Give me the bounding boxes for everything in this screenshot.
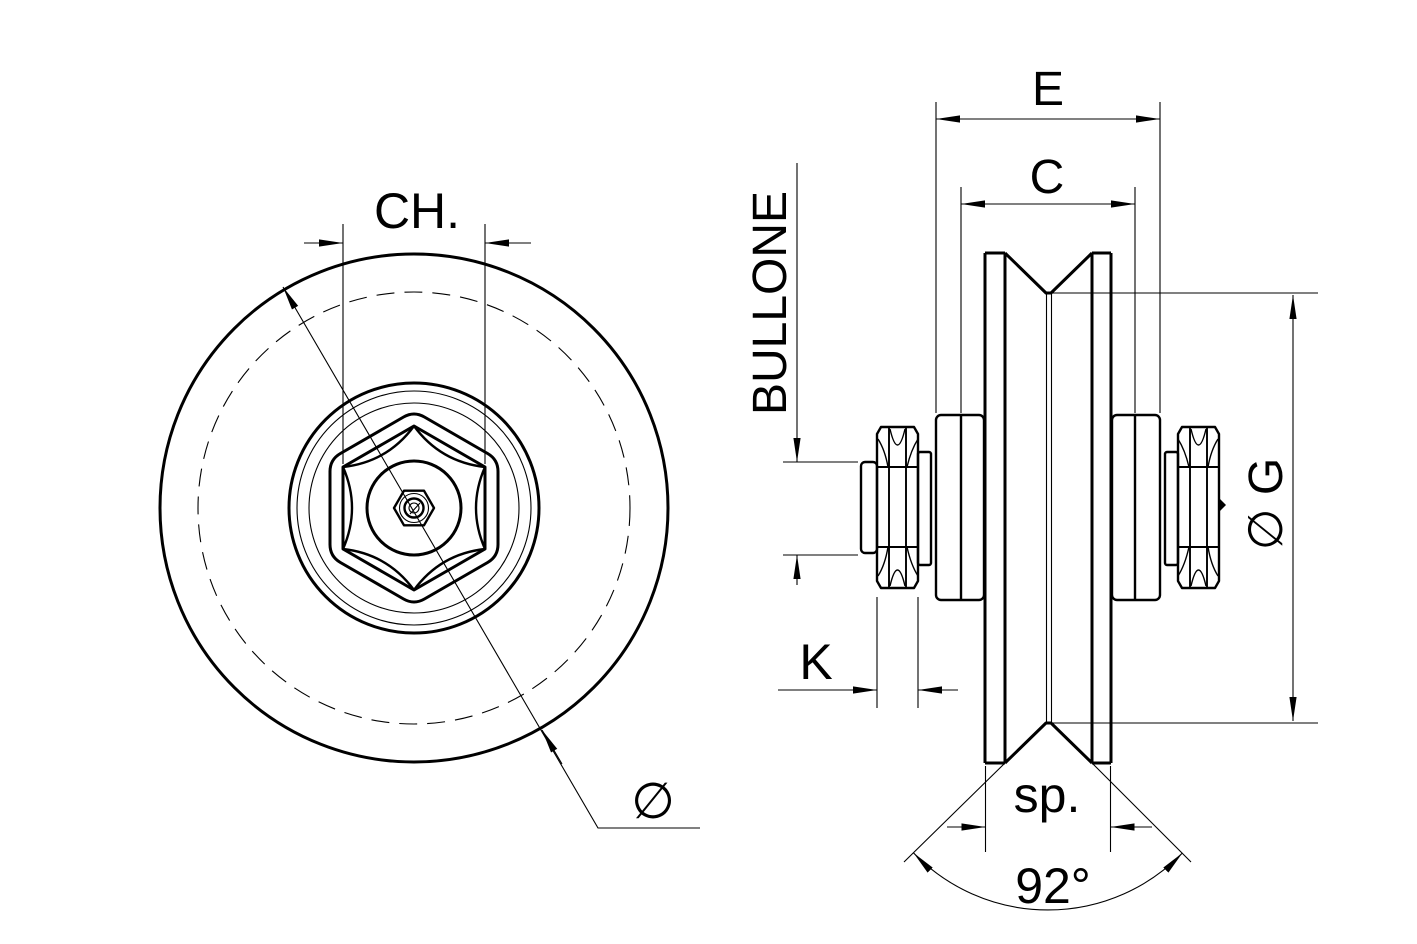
bolt-tip-point: [1219, 498, 1226, 512]
groove-root-lines: [1045, 293, 1053, 723]
label-groove-angle: 92°: [1015, 858, 1091, 914]
bolt-tip-hex: [392, 489, 436, 527]
dimension-phi-g: ∅ G: [1052, 292, 1318, 724]
hex-nut-left: [875, 425, 920, 590]
hub-inner-circle-1: [296, 390, 532, 626]
bolt-tip-circle-2: [403, 497, 425, 519]
dimension-groove-angle: 92°: [903, 762, 1192, 914]
diameter-arrow-inner: [541, 729, 563, 765]
front-view: CH. ∅: [158, 183, 700, 829]
nut-right-outline: [1176, 425, 1221, 590]
c-extension-lines: [960, 187, 1136, 413]
dimension-ch: CH.: [304, 183, 531, 464]
nut-left-chamfers: [877, 428, 919, 587]
wheel-outer-circle: [158, 252, 670, 764]
diameter-leader-line: [282, 286, 700, 829]
label-phi-g: ∅ G: [1240, 458, 1293, 550]
label-bullone: BULLONE: [744, 191, 797, 415]
nut-left-outline: [875, 425, 920, 590]
label-c: C: [1030, 151, 1065, 204]
sp-extension-lines: [984, 766, 1112, 852]
washer-face-circle: [365, 459, 463, 557]
hex-nut-right: [1176, 425, 1226, 590]
label-sp: sp.: [1014, 767, 1081, 823]
nut-right-faces: [1178, 427, 1219, 588]
diameter-symbol: ∅: [631, 773, 675, 829]
nut-left-faces: [877, 427, 918, 588]
bolt-tip-circle-1: [398, 492, 430, 524]
dimension-sp: sp.: [947, 766, 1152, 852]
g-reference-lines: [1052, 292, 1318, 724]
label-ch: CH.: [374, 183, 460, 239]
dimension-bullone: BULLONE: [744, 163, 858, 585]
label-e: E: [1032, 63, 1064, 116]
dimension-k: K: [778, 597, 958, 708]
nut-right-chamfers: [1177, 428, 1219, 587]
thread-tick: [409, 502, 421, 515]
angle-arc: [913, 852, 1183, 911]
v-groove-top: [1003, 251, 1094, 295]
dimension-c: C: [960, 151, 1136, 413]
bullone-ticks: [783, 461, 858, 556]
side-view: E C ∅ G BULLONE K: [744, 63, 1318, 914]
bolt-end: [859, 460, 879, 555]
dimension-e: E: [935, 63, 1161, 413]
label-k: K: [799, 634, 832, 690]
v-groove-bottom: [1003, 721, 1094, 765]
dimension-diameter: ∅: [282, 286, 700, 829]
angle-leg-lines: [903, 762, 1192, 863]
hub-outer-circle: [287, 381, 541, 635]
groove-root-dashed-circle: [197, 291, 631, 725]
e-extension-lines: [935, 102, 1161, 413]
hub-inner-circle-2: [308, 402, 520, 614]
nut-rounded-hex-outline: [328, 412, 500, 604]
nut-chamfer-arcs: [341, 425, 487, 591]
